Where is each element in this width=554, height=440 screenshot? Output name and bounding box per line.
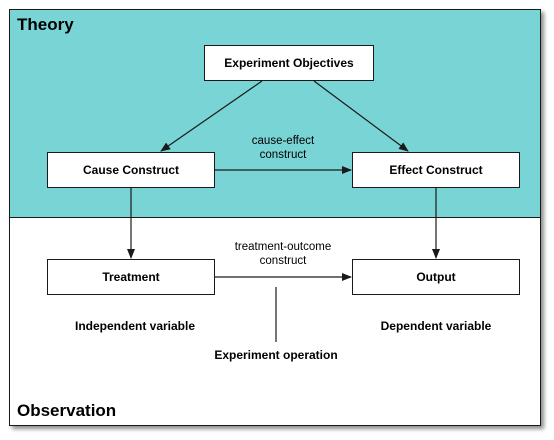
treatment-outcome-label-line1: treatment-outcome: [234, 241, 332, 253]
arrow-objectives-to-effect: [313, 80, 409, 152]
treatment-box: Treatment: [47, 259, 215, 295]
experiment-operation-label: Experiment operation: [214, 348, 338, 362]
cause-effect-label-line1: cause-effect: [251, 135, 315, 147]
independent-variable-label: Independent variable: [74, 319, 196, 333]
cause-construct-box: Cause Construct: [47, 152, 215, 188]
dependent-variable-label: Dependent variable: [380, 319, 492, 333]
treatment-outcome-label: treatment-outcome construct: [203, 240, 363, 268]
experiment-objectives-box: Experiment Objectives: [204, 45, 374, 81]
cause-effect-label: cause-effect construct: [213, 134, 353, 162]
treatment-outcome-label-line2: construct: [259, 255, 307, 267]
observation-label: Observation: [17, 401, 117, 420]
theory-label: Theory: [17, 15, 74, 34]
cause-effect-label-line2: construct: [259, 149, 307, 161]
arrow-objectives-to-cause: [160, 80, 263, 152]
effect-construct-box: Effect Construct: [352, 152, 520, 188]
output-box: Output: [352, 259, 520, 295]
